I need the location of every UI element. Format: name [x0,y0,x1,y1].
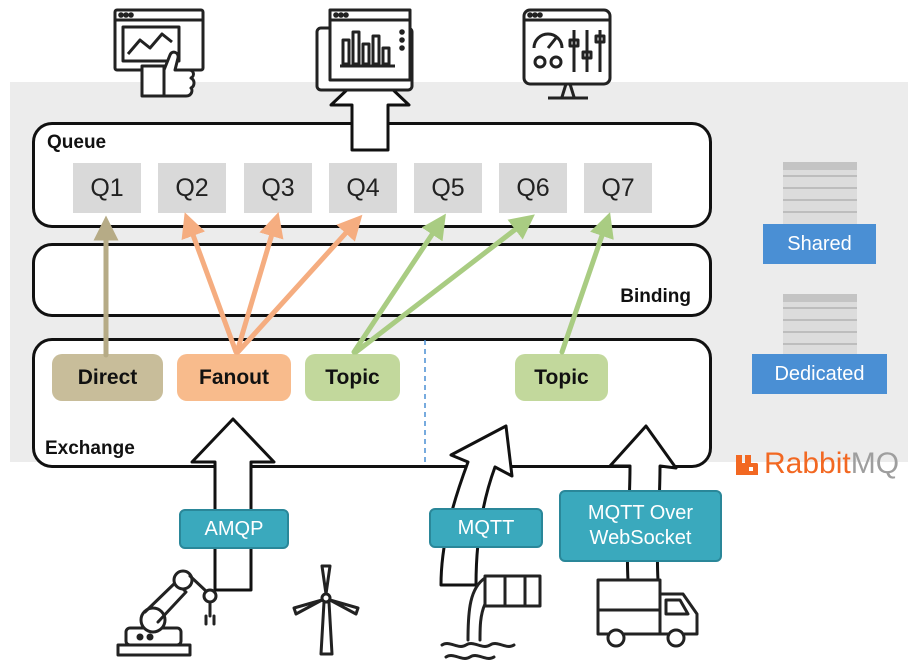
amqp-flow-arrow [190,417,276,592]
exchange-fanout: Fanout [177,354,291,401]
binding-fanout-q3 [234,212,284,355]
binding-panel: Binding [32,243,712,317]
rabbitmq-logo: Rabbit MQ [734,444,899,484]
binding-topic2-q7 [559,212,614,355]
rabbitmq-logo-text-mq: MQ [850,447,900,480]
binding-arrows [93,212,614,358]
monitor-chart-icon [315,8,414,92]
queue-q1: Q1 [73,163,141,213]
queue-q5: Q5 [414,163,482,213]
server-dedicated-label: Dedicated [752,354,887,394]
binding-topic-q5 [351,213,446,355]
protocol-amqp: AMQP [179,509,289,549]
truck-icon [596,578,699,648]
queue-q7: Q7 [584,163,652,213]
queue-q6: Q6 [499,163,567,213]
exchange-topic-2: Topic [515,354,608,401]
rabbitmq-logo-text-rabbit: Rabbit [764,447,851,480]
binding-fanout-q2 [181,212,239,355]
queue-q2: Q2 [158,163,226,213]
mqtt-flow-arrow [439,424,514,587]
wind-turbine-icon [292,564,360,656]
control-panel-icon [522,8,612,100]
binding-topic-q6 [353,214,535,355]
exchange-direct: Direct [52,354,163,401]
water-pipe-icon [440,574,542,660]
server-shared-label: Shared [763,224,876,264]
queue-q3: Q3 [244,163,312,213]
protocol-mqtt-websocket: MQTT Over WebSocket [559,490,722,562]
binding-panel-label: Binding [620,286,691,307]
exchange-topic-1: Topic [305,354,400,401]
robot-arm-icon [116,569,218,657]
queue-panel-label: Queue [47,132,107,153]
binding-fanout-q4 [235,214,363,355]
server-dedicated-icon [775,292,865,363]
rabbitmq-logo-icon [736,455,758,475]
server-shared-icon [775,160,865,235]
exchange-panel-label: Exchange [45,438,135,459]
queue-q4: Q4 [329,163,397,213]
dashboard-like-icon [113,8,205,98]
protocol-mqtt: MQTT [429,508,543,548]
